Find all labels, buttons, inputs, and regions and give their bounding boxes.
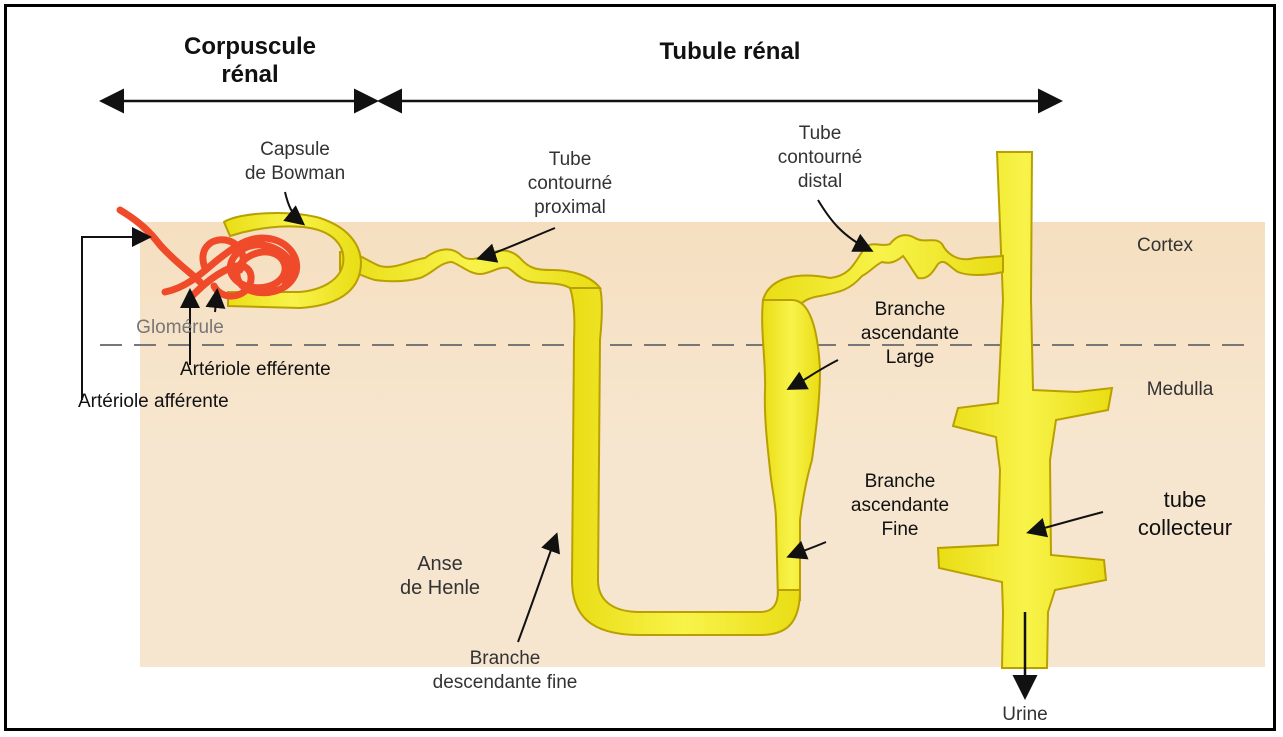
corpuscle-header: Corpuscule rénal <box>120 33 380 89</box>
proximal-label: Tube contourné proximal <box>470 148 670 220</box>
efferent-arteriole-label: Artériole efférente <box>180 358 480 382</box>
tubule-header: Tubule rénal <box>590 38 870 66</box>
capsule-label: Capsule de Bowman <box>195 138 395 186</box>
loop-of-henle-label: Anse de Henle <box>340 552 540 600</box>
afferent-arteriole-label: Artériole afférente <box>78 390 378 414</box>
descending-limb-label: Branche descendante fine <box>380 647 630 695</box>
cortex-label: Cortex <box>1100 234 1230 258</box>
medulla-label: Medulla <box>1100 378 1260 402</box>
urine-label: Urine <box>975 703 1075 727</box>
distal-label: Tube contourné distal <box>720 122 920 194</box>
thick-ascending-limb-label: Branche ascendante Large <box>810 298 1010 370</box>
collecting-duct-label: tube collecteur <box>1085 486 1283 542</box>
thin-ascending-limb-label: Branche ascendante Fine <box>800 470 1000 542</box>
glomerule-label: Glomérule <box>90 316 270 340</box>
tissue-background <box>140 222 1265 667</box>
